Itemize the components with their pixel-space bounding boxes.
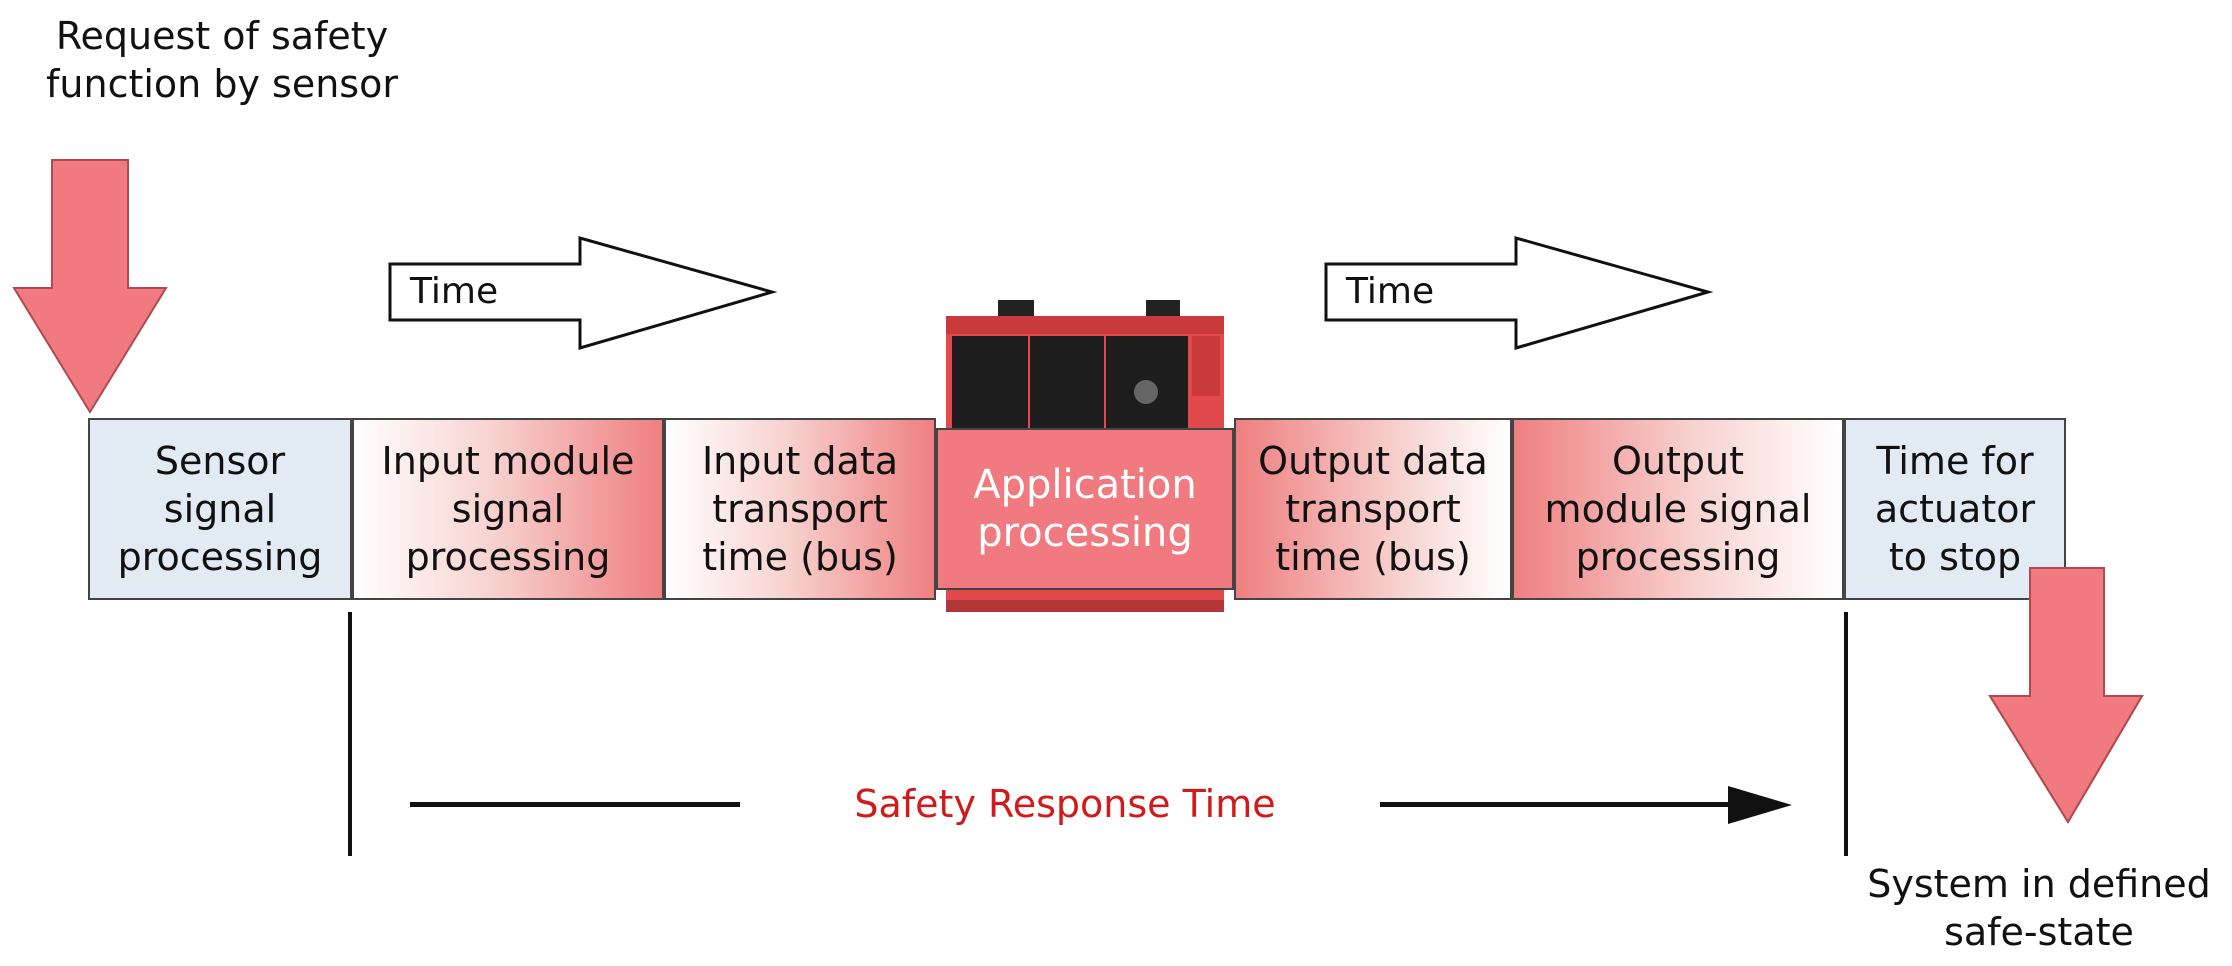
time-label-right: Time [1346,271,1435,312]
box-input-module-signal-processing: Input module signal processing [352,418,664,600]
box-text-line: processing [405,535,611,579]
box-text-line: actuator [1874,487,2036,531]
box-text-line: module signal [1544,487,1812,531]
box-text-line: Input data [701,439,899,483]
safe-state-label-line-2: safe-state [1944,910,2134,954]
safe-state-arrow [1988,567,2144,824]
box-text-line: Time for [1876,439,2034,483]
box-text-line: transport [1285,487,1461,531]
box-text-line: signal [451,487,565,531]
request-label-line-1: Request of safety [55,14,389,58]
response-line-right [1380,802,1740,807]
box-text-line: processing [977,510,1193,556]
time-label-left: Time [410,271,499,312]
safe-state-label-line-1: System in defined [1867,862,2211,906]
box-sensor-signal-processing: Sensor signal processing [88,418,352,600]
box-application-processing: Application processing [936,428,1234,590]
response-line-left [410,802,740,807]
box-output-data-transport: Output data transport time (bus) [1234,418,1512,600]
request-label: Request of safety function by sensor [20,12,424,108]
box-time-for-actuator-to-stop: Time for actuator to stop [1844,418,2066,600]
box-text-line: Input module [381,439,635,483]
request-label-line-2: function by sensor [46,62,398,106]
response-arrowhead [1728,786,1792,824]
response-start-bar [348,612,352,856]
box-text-line: time (bus) [702,535,898,579]
time-arrow-left [388,236,778,350]
box-text-line: processing [1575,535,1781,579]
safe-state-label: System in defined safe-state [1850,860,2228,956]
box-text-line: to stop [1888,535,2022,579]
box-input-data-transport: Input data transport time (bus) [664,418,936,600]
box-text-line: Output [1611,439,1744,483]
request-arrow [12,159,168,414]
box-text-line: transport [712,487,888,531]
safety-response-time-label: Safety Response Time [854,782,1276,826]
time-arrow-right [1324,236,1714,350]
response-end-bar [1844,612,1848,856]
box-text-line: Output data [1258,439,1488,483]
box-text-line: processing [117,535,323,579]
box-text-line: signal [163,487,277,531]
box-output-module-signal-processing: Output module signal processing [1512,418,1844,600]
box-text-line: Sensor [154,439,286,483]
box-text-line: Application [973,462,1197,508]
box-text-line: time (bus) [1275,535,1471,579]
